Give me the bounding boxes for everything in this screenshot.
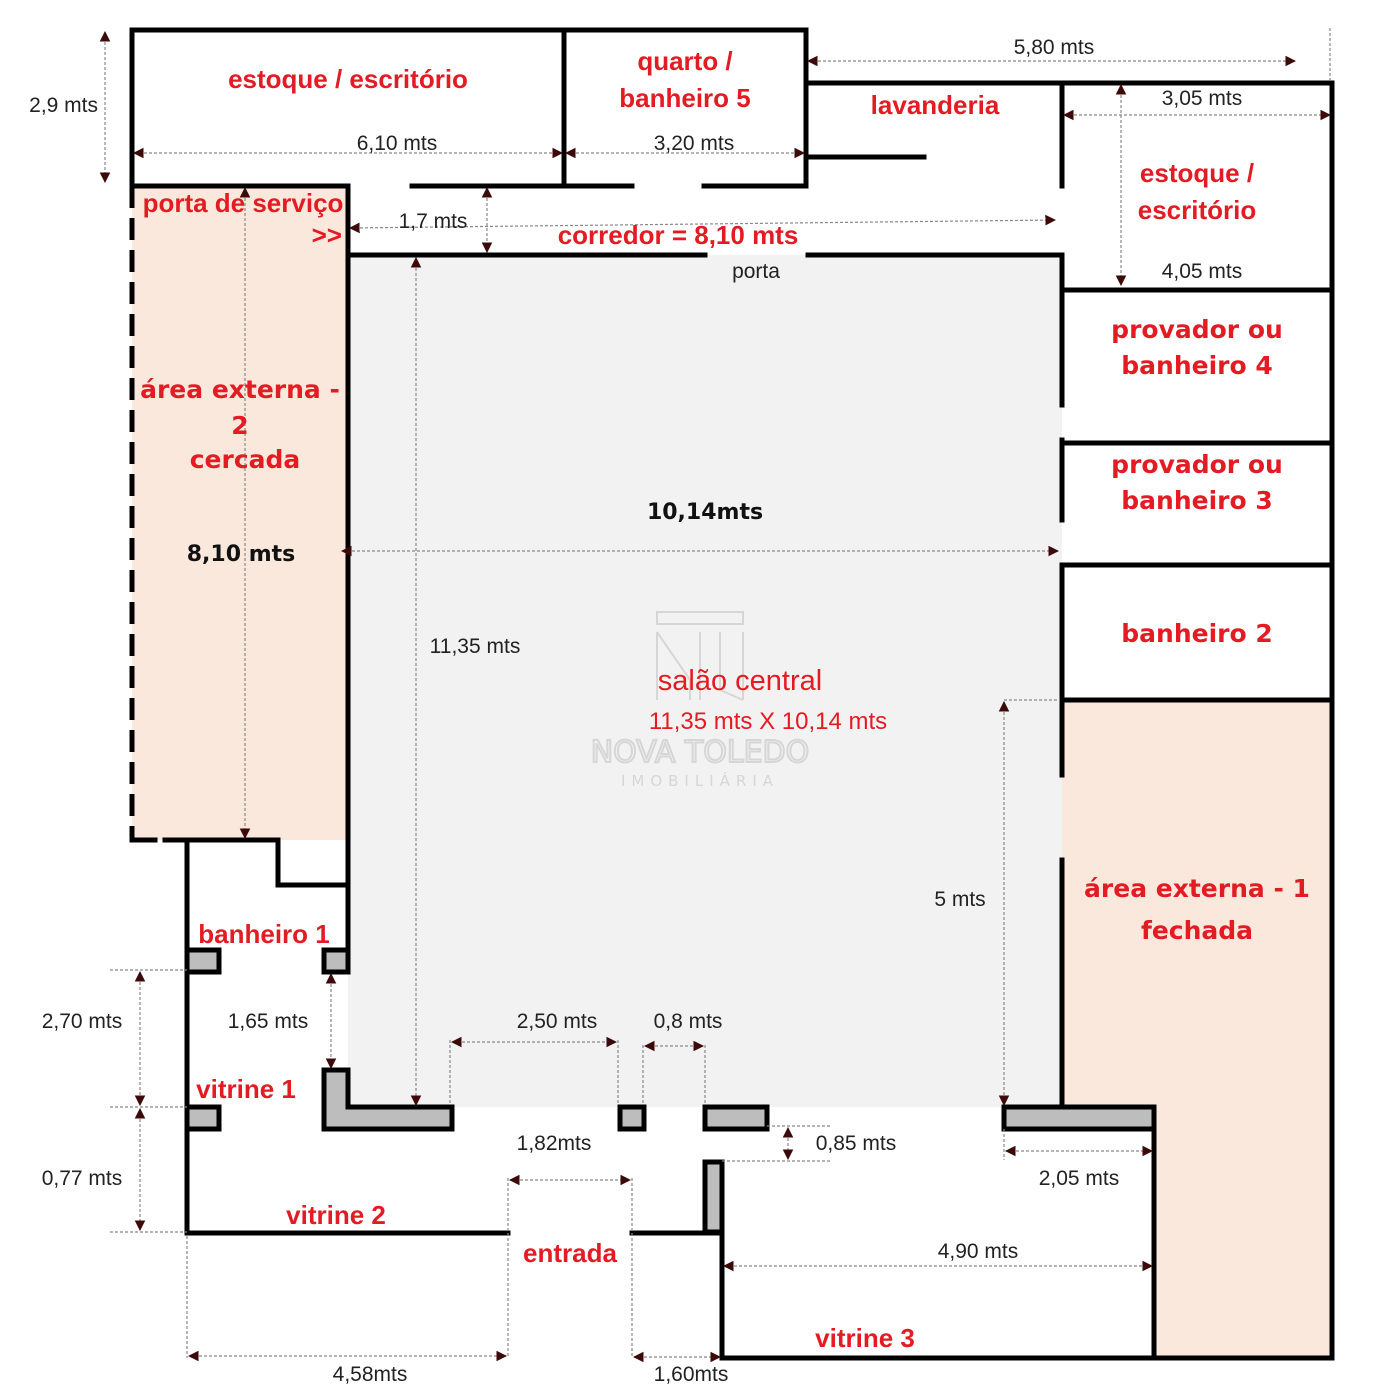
walls <box>129 27 1335 1361</box>
room-provador4-line1: provador ou <box>1111 315 1283 344</box>
room-area-externa2-line3: cercada <box>190 445 301 474</box>
room-quarto-line1: quarto / <box>637 46 732 76</box>
watermark-brand: NOVA TOLEDO <box>591 735 810 770</box>
measure-1-65: 1,65 mts <box>228 1010 309 1033</box>
measure-10-14: 10,14mts <box>647 500 763 525</box>
room-area-externa1-line2: fechada <box>1141 916 1253 945</box>
external-area-2-fill <box>132 186 348 840</box>
room-area-externa2-line2: 2 <box>231 411 248 440</box>
watermark-logo-mark-icon <box>656 631 744 701</box>
vitrine3-fill <box>722 1128 1154 1358</box>
measure-0-85: 0,85 mts <box>816 1132 897 1155</box>
measure-4-05: 4,05 mts <box>1162 260 1243 283</box>
room-salao-central: salão central <box>658 665 822 697</box>
measure-4-90: 4,90 mts <box>938 1240 1019 1263</box>
measure-8-10: 8,10 mts <box>187 542 295 567</box>
measure-0-8: 0,8 mts <box>654 1010 723 1033</box>
measure-11-35: 11,35 mts <box>430 635 521 658</box>
label-porta-servico-arrow: >> <box>312 220 342 250</box>
central-hall-fill <box>348 255 1062 1107</box>
measure-2-50: 2,50 mts <box>517 1010 598 1033</box>
measurement-labels: 2,9 mts 6,10 mts 3,20 mts 5,80 mts 3,05 … <box>29 36 1242 1386</box>
room-salao-central-dims: 11,35 mts X 10,14 mts <box>649 708 887 735</box>
room-lavanderia: lavanderia <box>871 90 1000 120</box>
pillars <box>184 947 1157 1235</box>
room-area-externa1-line1: área externa - 1 <box>1084 874 1310 903</box>
measure-4-58: 4,58mts <box>333 1363 408 1386</box>
room-provador4-line2: banheiro 4 <box>1121 351 1273 380</box>
room-estoque-right-line2: escritório <box>1138 195 1257 225</box>
measure-5: 5 mts <box>934 888 985 911</box>
measure-0-77: 0,77 mts <box>42 1167 123 1190</box>
measure-2-70: 2,70 mts <box>42 1010 123 1033</box>
room-entrada: entrada <box>523 1238 617 1268</box>
room-area-externa2-line1: área externa - <box>140 375 340 404</box>
measure-3-20: 3,20 mts <box>654 132 735 155</box>
label-porta: porta <box>732 260 780 283</box>
room-banheiro2: banheiro 2 <box>1121 619 1273 648</box>
measure-1-7: 1,7 mts <box>399 210 468 233</box>
watermark-subtitle: IMOBILIÁRIA <box>621 771 779 790</box>
watermark: NOVA TOLEDO IMOBILIÁRIA <box>590 611 810 790</box>
room-vitrine2: vitrine 2 <box>286 1200 386 1230</box>
dimension-lines <box>99 28 1332 1363</box>
measure-2-05: 2,05 mts <box>1039 1167 1120 1190</box>
room-vitrine3: vitrine 3 <box>815 1323 915 1353</box>
room-provador3-line1: provador ou <box>1111 450 1283 479</box>
label-porta-servico: porta de serviço <box>143 188 344 218</box>
measure-1-60: 1,60mts <box>654 1363 729 1386</box>
measure-6-10: 6,10 mts <box>357 132 438 155</box>
measure-5-80: 5,80 mts <box>1014 36 1095 59</box>
room-estoque-escritorio-top: estoque / escritório <box>228 64 468 94</box>
room-quarto-line2: banheiro 5 <box>619 83 750 113</box>
room-estoque-right-line1: estoque / <box>1140 158 1254 188</box>
room-vitrine1: vitrine 1 <box>196 1074 296 1104</box>
label-corredor: corredor = 8,10 mts <box>558 220 799 250</box>
watermark-logo-icon <box>656 611 744 625</box>
room-provador3-line2: banheiro 3 <box>1121 486 1273 515</box>
room-banheiro1: banheiro 1 <box>198 919 329 949</box>
measure-3-05: 3,05 mts <box>1162 87 1243 110</box>
room-labels: estoque / escritório quarto / banheiro 5… <box>140 46 1310 1353</box>
measure-2-9: 2,9 mts <box>29 94 98 117</box>
measure-1-82: 1,82mts <box>517 1132 592 1155</box>
